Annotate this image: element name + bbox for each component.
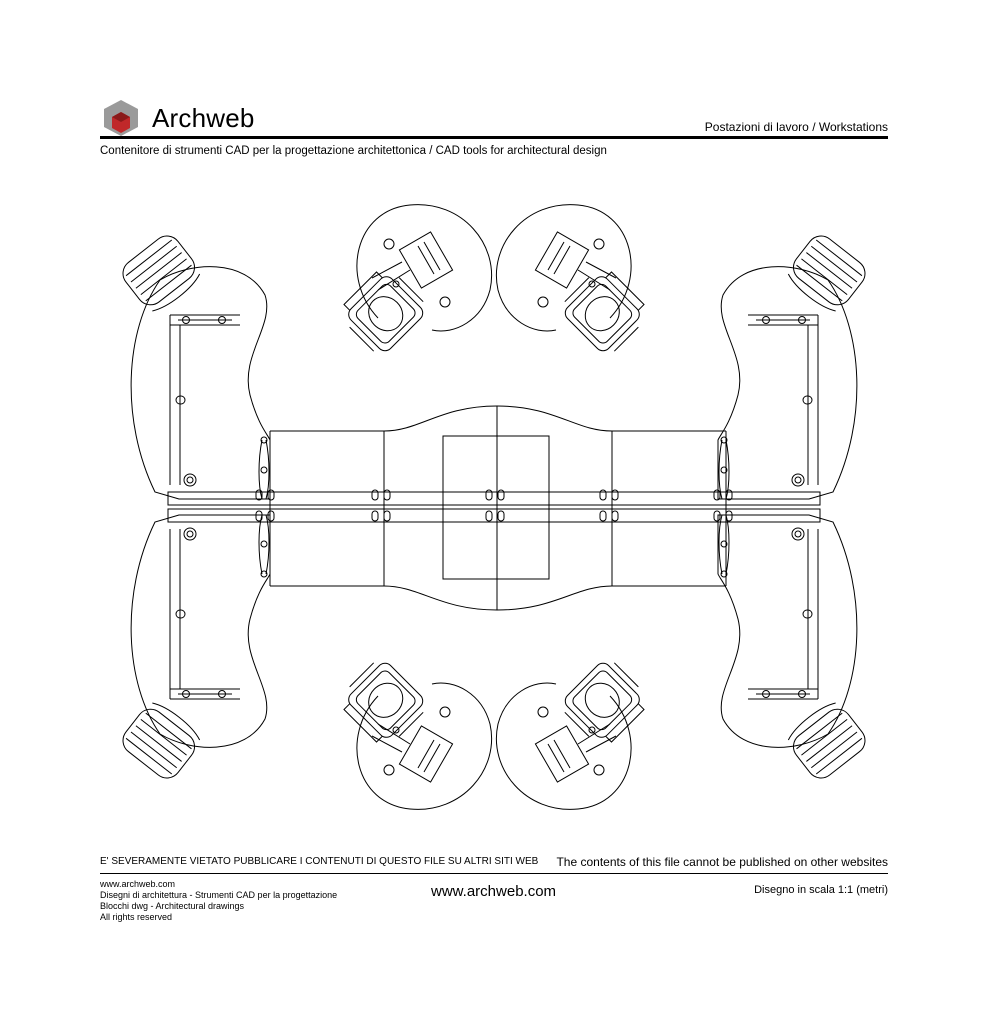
copyright-warning-italian: E' SEVERAMENTE VIETATO PUBBLICARE I CONT… bbox=[100, 856, 539, 867]
copyright-warning-english: The contents of this file cannot be publ… bbox=[556, 855, 888, 869]
brand-name: Archweb bbox=[152, 103, 255, 133]
desk-wing-top-right bbox=[717, 229, 872, 500]
footer-line: www.archweb.com bbox=[100, 879, 176, 889]
meeting-pod-bottom-right bbox=[495, 655, 653, 810]
archweb-logo-icon bbox=[104, 100, 138, 136]
meeting-pod-bottom-left bbox=[335, 655, 493, 810]
drawing-scale: Disegno in scala 1:1 (metri) bbox=[754, 884, 888, 896]
desk-wing-top-left bbox=[116, 229, 271, 500]
drawing-category: Postazioni di lavoro / Workstations bbox=[704, 120, 888, 134]
footer-line: All rights reserved bbox=[100, 912, 173, 922]
meeting-pod-top-left bbox=[335, 204, 493, 359]
meeting-pod-top-right bbox=[495, 204, 653, 359]
footer-line: Disegni di architettura - Strumenti CAD … bbox=[100, 890, 338, 900]
footer-website: www.archweb.com bbox=[431, 883, 557, 900]
footer-credits: www.archweb.com Disegni di architettura … bbox=[100, 879, 337, 923]
desk-wing-bottom-left bbox=[116, 514, 271, 785]
desk-wing-bottom-right bbox=[717, 514, 872, 785]
central-desk bbox=[167, 405, 821, 611]
subtitle: Contenitore di strumenti CAD per la prog… bbox=[100, 145, 607, 157]
footer-line: Blocchi dwg - Architectural drawings bbox=[100, 901, 245, 911]
footer-rule bbox=[100, 873, 888, 874]
header-rule bbox=[100, 136, 888, 139]
